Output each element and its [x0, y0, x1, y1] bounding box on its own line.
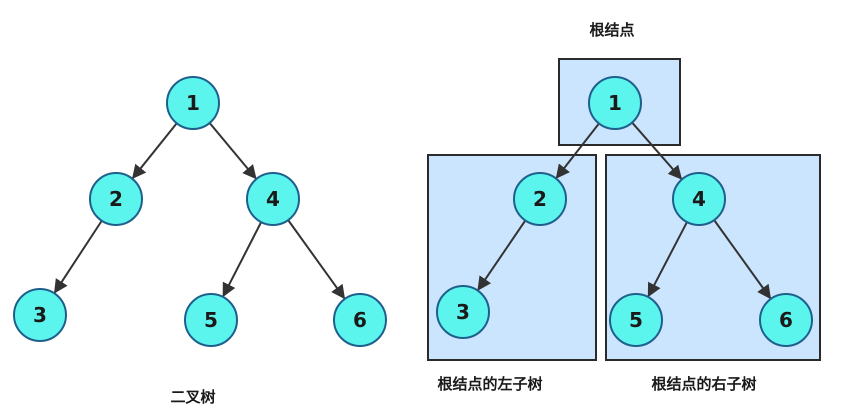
- root-node-caption: 根结点: [589, 21, 634, 39]
- node-circle: [184, 293, 238, 347]
- node-label: 2: [533, 187, 547, 211]
- right-tree-node-1: 1: [588, 76, 642, 130]
- node-label: 4: [692, 187, 706, 211]
- node-label: 4: [266, 187, 280, 211]
- left-tree-edge-4-5: [222, 221, 263, 298]
- right-tree-node-5: 5: [609, 293, 663, 347]
- right-tree-edge-2-3: [477, 219, 527, 291]
- left-tree-node-3: 3: [13, 288, 67, 342]
- left-tree-edge-1-4: [208, 122, 257, 180]
- node-circle: [588, 76, 642, 130]
- node-label: 5: [629, 308, 643, 332]
- left-tree-node-4: 4: [246, 172, 300, 226]
- node-circle: [672, 172, 726, 226]
- left-tree-edge-2-3: [53, 220, 103, 294]
- node-label: 3: [33, 303, 47, 327]
- right-tree-edge-1-4: [631, 121, 683, 180]
- node-label: 5: [204, 308, 218, 332]
- edges-layer: [53, 121, 772, 300]
- right-tree-edge-4-6: [713, 219, 772, 300]
- node-circle: [166, 76, 220, 130]
- node-label: 6: [779, 308, 793, 332]
- right-tree-node-6: 6: [759, 293, 813, 347]
- right-tree-node-4: 4: [672, 172, 726, 226]
- left-tree-node-2: 2: [89, 172, 143, 226]
- left-subtree-caption: 根结点的左子树: [437, 375, 542, 393]
- node-label: 1: [608, 91, 622, 115]
- left-tree-edge-1-2: [132, 122, 178, 180]
- left-tree-node-1: 1: [166, 76, 220, 130]
- node-circle: [759, 293, 813, 347]
- node-circle: [246, 172, 300, 226]
- binary-tree-caption: 二叉树: [170, 388, 215, 406]
- node-circle: [513, 172, 567, 226]
- node-circle: [436, 285, 490, 339]
- nodes-layer: 1 2 4 3 5 6 1 2 4 3 5 6: [13, 76, 813, 347]
- left-tree-node-5: 5: [184, 293, 238, 347]
- node-label: 6: [353, 308, 367, 332]
- node-circle: [333, 293, 387, 347]
- right-tree-edge-4-5: [647, 221, 688, 298]
- node-circle: [609, 293, 663, 347]
- left-tree-edge-4-6: [287, 219, 346, 300]
- left-tree-node-6: 6: [333, 293, 387, 347]
- right-tree-node-3: 3: [436, 285, 490, 339]
- node-circle: [13, 288, 67, 342]
- node-label: 1: [186, 91, 200, 115]
- node-label: 3: [456, 300, 470, 324]
- right-tree-node-2: 2: [513, 172, 567, 226]
- right-subtree-caption: 根结点的右子树: [651, 375, 756, 393]
- node-label: 2: [109, 187, 123, 211]
- right-tree-edge-1-2: [555, 122, 600, 179]
- node-circle: [89, 172, 143, 226]
